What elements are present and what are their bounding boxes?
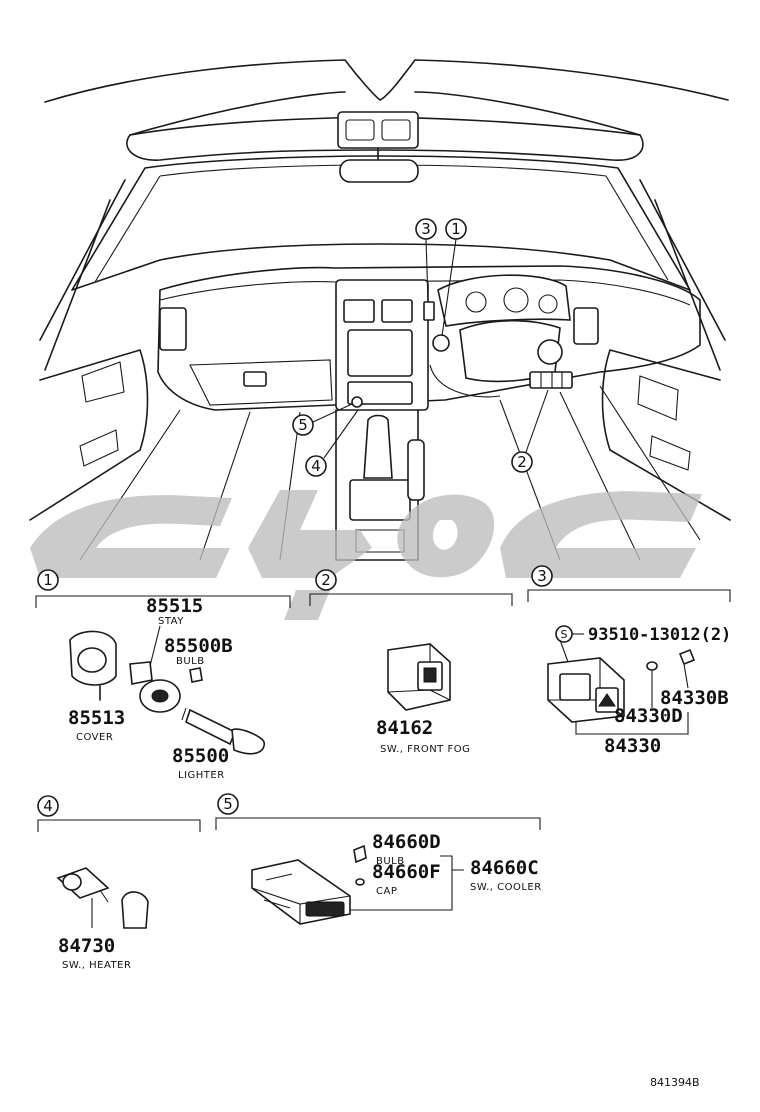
section-1: 1 85515 STAY 85500B BULB 85513 COVER 855… (35, 569, 291, 781)
part-number-85513: 85513 (68, 707, 125, 729)
svg-text:3: 3 (537, 567, 547, 585)
screw-symbol: S (561, 628, 568, 641)
part-number-84330b: 84330B (660, 687, 729, 709)
watermark-logo (30, 490, 702, 620)
part-number-85500b: 85500B (164, 635, 233, 657)
part-number-84330d: 84330D (614, 705, 683, 727)
part-label-bulb-5: BULB (376, 856, 405, 867)
svg-text:3: 3 (421, 220, 431, 238)
part-number-84660f: 84660F (372, 861, 441, 883)
part-number-93510: 93510-13012(2) (588, 625, 731, 645)
overview-callouts: 3 1 5 4 2 (292, 218, 549, 477)
section-3: 3 S 93510-13012(2) 84330B 84330D 84330 (527, 565, 731, 757)
part-label-heater: SW., HEATER (62, 960, 131, 971)
callout-4: 4 (305, 409, 359, 477)
part-number-84660c: 84660C (470, 857, 539, 879)
part-number-85500: 85500 (172, 745, 229, 767)
part-number-84330: 84330 (604, 735, 661, 757)
svg-text:2: 2 (321, 571, 331, 589)
svg-text:4: 4 (311, 457, 321, 475)
svg-text:4: 4 (43, 797, 53, 815)
callout-3: 3 (415, 218, 437, 303)
part-label-cooler: SW., COOLER (470, 882, 542, 893)
part-label-lighter: LIGHTER (178, 770, 225, 781)
section-4: 4 84730 SW., HEATER (37, 795, 201, 971)
part-label-front-fog: SW., FRONT FOG (380, 744, 470, 755)
part-label-bulb: BULB (176, 656, 205, 667)
section-2: 2 84162 SW., FRONT FOG (309, 569, 513, 755)
part-number-84162: 84162 (376, 717, 433, 739)
callout-1: 1 (441, 218, 467, 337)
car-interior-illustration (29, 59, 731, 561)
svg-text:1: 1 (451, 220, 461, 238)
svg-text:5: 5 (298, 416, 308, 434)
part-label-stay: STAY (158, 616, 184, 627)
part-number-84660d: 84660D (372, 831, 441, 853)
callout-2: 2 (511, 389, 549, 473)
part-number-85515: 85515 (146, 595, 203, 617)
part-number-84730: 84730 (58, 935, 115, 957)
part-label-cover: COVER (76, 732, 113, 743)
part-label-cap: CAP (376, 886, 397, 897)
callout-5: 5 (292, 403, 353, 436)
diagram-reference-code: 841394B (650, 1076, 700, 1089)
svg-text:1: 1 (43, 571, 53, 589)
svg-text:5: 5 (223, 795, 233, 813)
svg-text:2: 2 (517, 453, 527, 471)
section-5: 5 84660D BULB 84660F CAP 84660C SW., COO… (215, 793, 542, 925)
